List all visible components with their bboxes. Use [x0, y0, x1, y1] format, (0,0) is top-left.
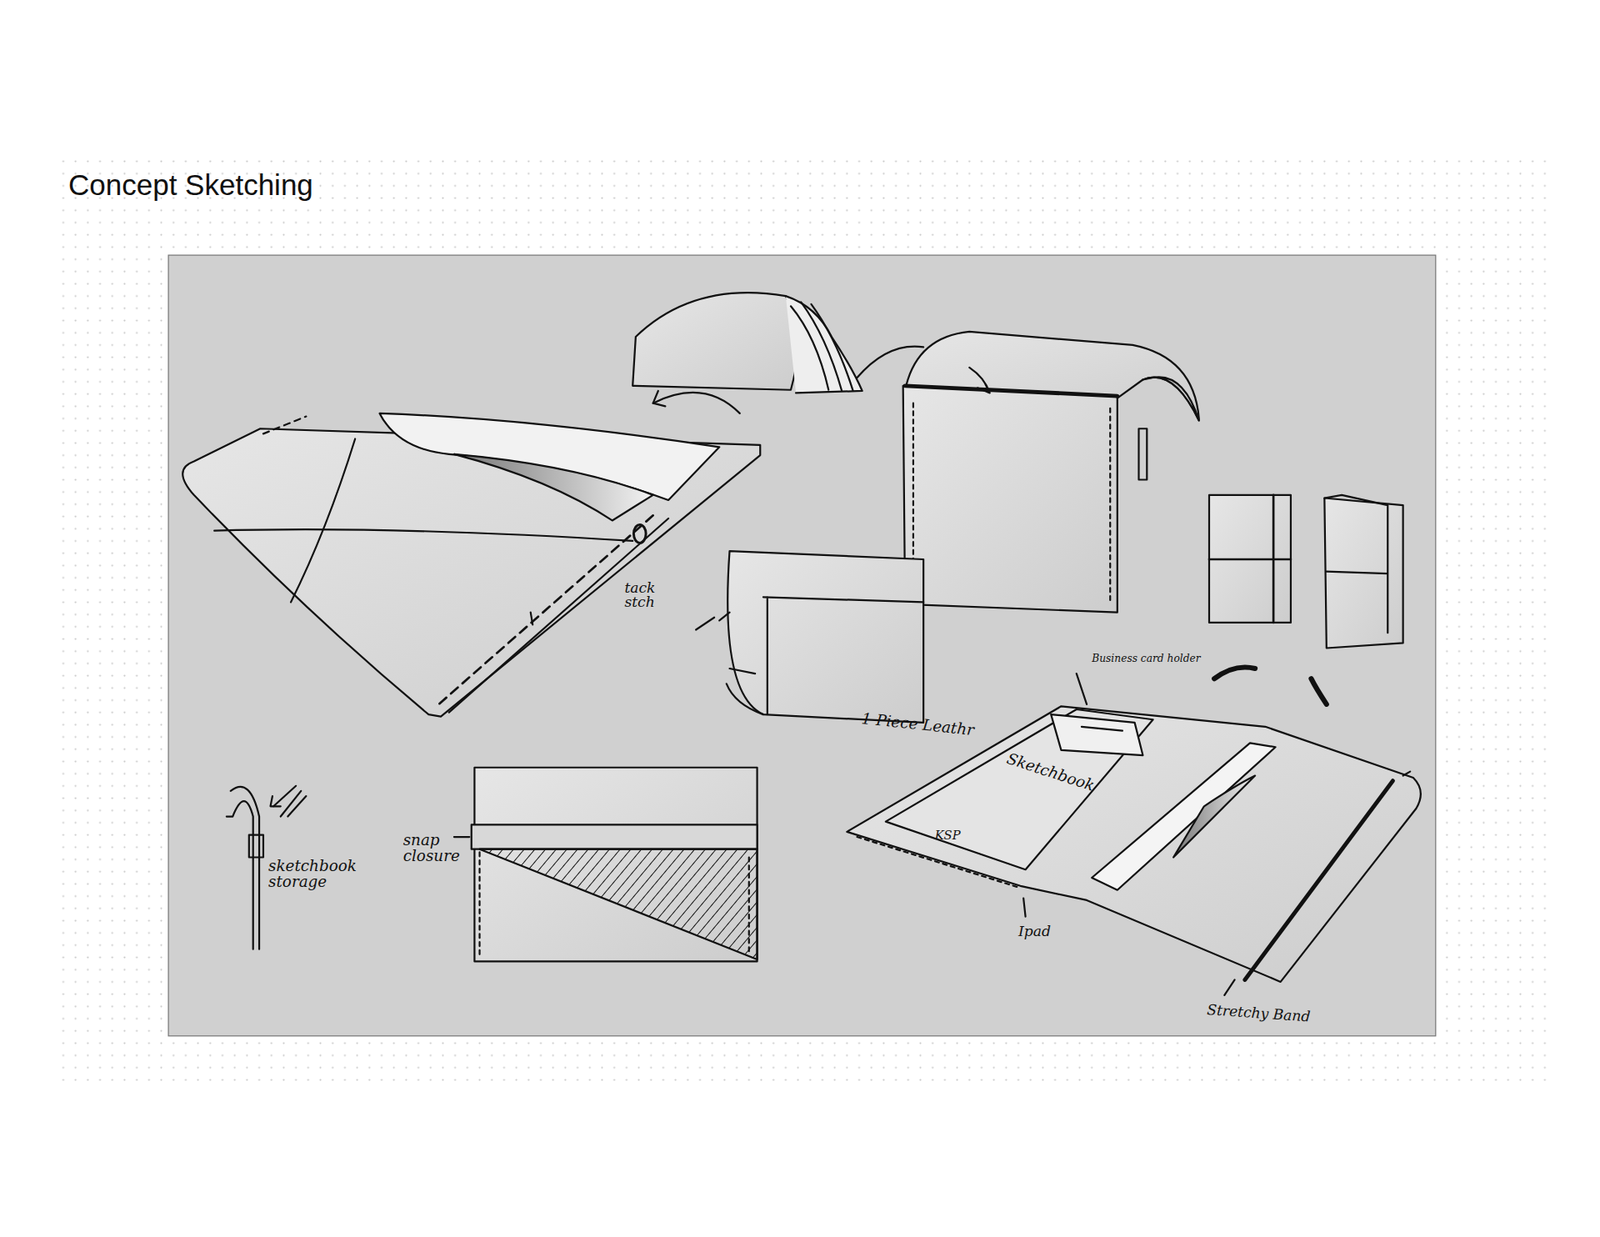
sketch-annotation: Ipad: [1018, 923, 1051, 939]
sketch-annotation: KSP: [935, 828, 961, 841]
sketch-annotation: tack stch: [624, 580, 685, 610]
page-title: Concept Sketching: [68, 168, 314, 202]
sketch-annotation: Business card holder: [1091, 653, 1200, 665]
sketch-annotation: snap closure: [403, 831, 455, 865]
sketch-annotation: sketchbook storage: [268, 857, 360, 890]
